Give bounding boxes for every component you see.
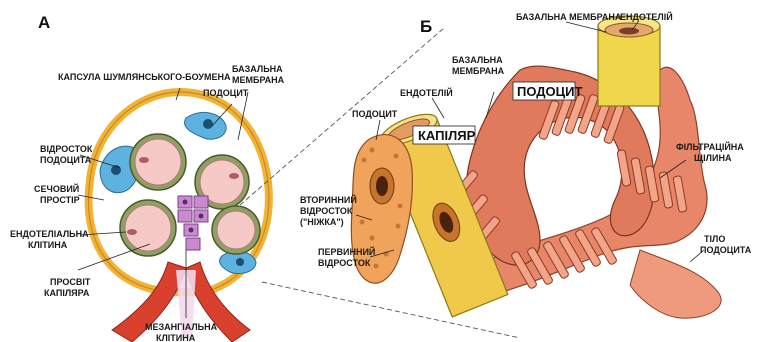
label-b-slit-1: ФІЛЬТРАЦІЙНА bbox=[676, 141, 744, 152]
label-b-body-2: ПОДОЦИТА bbox=[700, 245, 752, 255]
label-capsule: КАПСУЛА ШУМЛЯНСЬКОГО-БОУМЕНА bbox=[58, 72, 231, 82]
capillary-box-label: КАПІЛЯР bbox=[418, 128, 476, 143]
label-lumen-1: ПРОСВІТ bbox=[50, 277, 91, 287]
label-basal-2: МЕМБРАНА bbox=[232, 75, 285, 85]
label-b-secondary-2: ВІДРОСТОК bbox=[300, 206, 353, 216]
label-b-slit-2: ЩІЛИНА bbox=[694, 153, 732, 163]
label-urinary-2: ПРОСТІР bbox=[40, 195, 80, 205]
label-basal-1: БАЗАЛЬНА bbox=[232, 64, 283, 74]
label-process-1: ВІДРОСТОК bbox=[40, 144, 93, 154]
label-podocyte: ПОДОЦИТ bbox=[203, 88, 249, 98]
label-b-secondary-1: ВТОРИННИЙ bbox=[300, 194, 357, 205]
label-b-podocyte-left: ПОДОЦИТ bbox=[352, 109, 398, 119]
label-lumen-2: КАПІЛЯРА bbox=[44, 288, 90, 298]
podocyte-box-label: ПОДОЦИТ bbox=[517, 84, 582, 99]
label-b-basal-1: БАЗАЛЬНА bbox=[452, 55, 503, 65]
capillary-top bbox=[598, 16, 660, 106]
label-b-endo-left: ЕНДОТЕЛІЙ bbox=[400, 87, 453, 98]
label-endo-cell-2: КЛІТИНА bbox=[28, 240, 68, 250]
label-endo-cell-1: ЕНДОТЕЛІАЛЬНА bbox=[10, 229, 89, 239]
label-b-endo-top: ЕНДОТЕЛІЙ bbox=[620, 11, 673, 22]
label-b-secondary-3: ("НІЖКА") bbox=[300, 217, 344, 227]
label-urinary-1: СЕЧОВИЙ bbox=[34, 183, 79, 194]
label-b-body-1: ТІЛО bbox=[704, 234, 725, 244]
label-process-2: ПОДОЦИТА bbox=[40, 155, 92, 165]
panel-a-letter: А bbox=[38, 13, 50, 32]
panel-b: ПОДОЦИТ КАПІЛЯР Б БАЗАЛЬНА МЕМБРАНА ЕНДО… bbox=[300, 11, 752, 318]
panel-a: А КАПСУЛА ШУМЛЯНСЬКОГО-БОУМЕНА БАЗАЛЬНА … bbox=[10, 13, 285, 342]
label-b-basal-2: МЕМБРАНА bbox=[452, 66, 505, 76]
label-b-primary-1: ПЕРВИННИЙ bbox=[318, 246, 375, 257]
label-mesangial-1: МЕЗАНГІАЛЬНА bbox=[145, 322, 218, 332]
panel-b-letter: Б bbox=[420, 17, 432, 36]
label-b-primary-2: ВІДРОСТОК bbox=[318, 258, 371, 268]
label-mesangial-2: КЛІТИНА bbox=[156, 333, 196, 342]
label-b-basal-top: БАЗАЛЬНА МЕМБРАНА bbox=[516, 12, 622, 22]
